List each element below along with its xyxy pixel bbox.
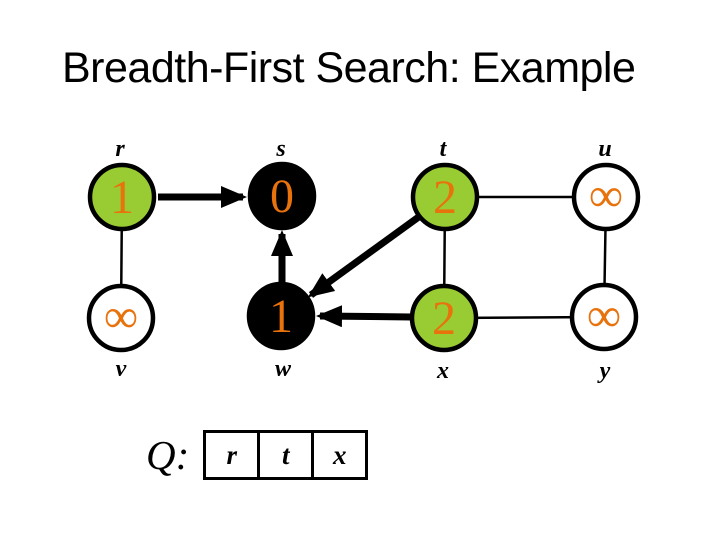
node-distance-x: 2 [432, 292, 456, 345]
vertex-label-y: y [597, 358, 611, 384]
graph-node-u: ∞ [571, 162, 641, 232]
graph-node-v: ∞ [86, 283, 156, 353]
node-distance-u: ∞ [589, 169, 623, 222]
graph-node-s: 0 [247, 161, 317, 231]
tree-edge-t-to-w [307, 213, 423, 298]
bfs-queue: Q: r t x [146, 430, 369, 480]
node-circle-u [571, 162, 641, 232]
queue-cells: r t x [203, 430, 369, 480]
slide-title: Breadth-First Search: Example [62, 44, 636, 92]
vertex-label-r: r [115, 136, 125, 162]
vertex-label-w: w [275, 356, 292, 382]
node-circle-t [410, 162, 480, 232]
vertex-label-t: t [440, 136, 448, 162]
node-circle-v [86, 283, 156, 353]
node-circle-w [246, 281, 316, 351]
queue-cell-1: r [203, 430, 261, 480]
queue-cell-3: x [311, 430, 369, 480]
vertex-label-v: v [116, 356, 127, 382]
node-distance-s: 0 [270, 170, 294, 223]
node-circle-y [569, 282, 639, 352]
node-distance-v: ∞ [104, 290, 138, 343]
node-distance-r: 1 [110, 171, 134, 224]
node-circle-r [87, 162, 157, 232]
queue-cell-2: t [257, 430, 315, 480]
graph-node-r: 1 [87, 162, 157, 232]
node-distance-w: 1 [269, 290, 293, 343]
vertex-label-s: s [275, 136, 285, 162]
tree-edge-x-to-w [316, 305, 412, 328]
graph-node-x: 2 [409, 283, 479, 353]
vertex-label-x: x [436, 358, 449, 384]
graph-node-y: ∞ [569, 282, 639, 352]
vertex-label-u: u [598, 136, 611, 162]
node-distance-y: ∞ [587, 289, 621, 342]
graph-node-t: 2 [410, 162, 480, 232]
node-circle-x [409, 283, 479, 353]
graph-node-w: 1 [246, 281, 316, 351]
node-distance-t: 2 [433, 171, 457, 224]
queue-label: Q: [146, 432, 190, 478]
node-circle-s [247, 161, 317, 231]
